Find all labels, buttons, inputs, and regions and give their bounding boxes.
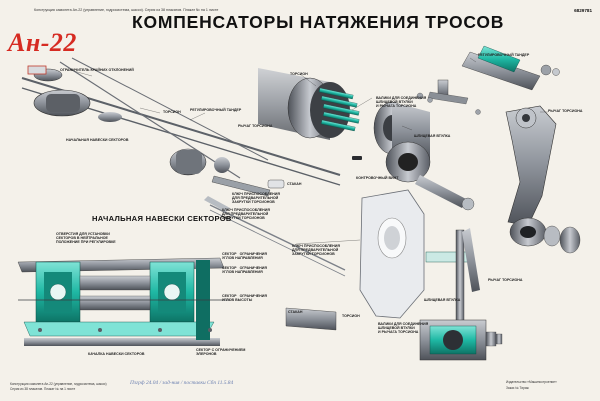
- sector-hanger-assembly: [17, 257, 230, 346]
- label-torsion-1: ТОРСИОН: [163, 110, 181, 114]
- label-adjust-tandem-1: РЕГУЛИРОВОЧНЫЙ ТАНДЕР: [190, 108, 242, 112]
- label-torsion-lever-1: РЫЧАГ ТОРСИОНА: [238, 124, 273, 128]
- label-deflection-limiter: ОГРАНИЧИТЕЛЬ КРАЙНИХ ОТКЛОНЕНИЙ: [60, 68, 134, 72]
- label-torsion-lever-3: РЫЧАГ ТОРСИОНА: [488, 278, 523, 282]
- label-sector-direction-2: СЕКТОР ОГРАНИЧЕНИЯ УГЛОВ НАПРАВЛЕНИЯ: [222, 266, 267, 274]
- label-fixture-key-2: КЛЮЧ ПРИСПОСОБЛЕНИЯ ДЛЯ ПРЕДВАРИТЕЛЬНОЙ …: [292, 244, 340, 256]
- poster-code: 6829781: [574, 8, 592, 13]
- label-adjust-tandem-2: РЕГУЛИРОВОЧНЫЙ ТАНДЕР: [478, 53, 530, 57]
- header-note: Конструкция самолета Ан-22 (управление, …: [34, 8, 219, 12]
- footer-right-1: Издательство «Машиностроение»: [506, 380, 557, 384]
- label-neutral-holes: ОТВЕРСТИЯ ДЛЯ УСТАНОВКИ СЕКТОРОВ В НЕЙТР…: [56, 232, 116, 244]
- label-fixture-key-3: КЛЮЧ ПРИСПОСОБЛЕНИЯ ДЛЯ ПРЕДВАРИТЕЛЬНОЙ …: [222, 208, 270, 220]
- label-sector-hanger-2: КАЧАЛКА НАВЕСКИ СЕКТОРОВ: [88, 352, 145, 356]
- label-spline-sleeve-1: ШЛИЦЕВАЯ ВТУЛКА: [414, 134, 451, 138]
- aircraft-logo: Ан-22: [8, 28, 77, 57]
- leader-lines: [69, 57, 548, 245]
- torsion-assembly: [258, 68, 475, 211]
- label-torsion-3: ТОРСИОН: [342, 314, 360, 318]
- bottom-right-assembly: [285, 228, 503, 361]
- label-torsion-lever-2: РЫЧАГ ТОРСИОНА: [548, 109, 583, 113]
- label-connect-pins-1: ВАЛИКИ ДЛЯ СОЕДИНЕНИЯ ШЛИЦЕВОЙ ВТУЛКИ И …: [376, 96, 427, 108]
- label-connect-pins-2: ВАЛИКИ ДЛЯ СОЕДИНЕНИЯ ШЛИЦЕВОЙ ВТУЛКИ И …: [378, 322, 429, 334]
- label-sector-direction-1: СЕКТОР ОГРАНИЧЕНИЯ УГЛОВ НАПРАВЛЕНИЯ: [222, 252, 267, 260]
- label-sector-aileron: СЕКТОР С ОГРАНИЧЕНИЕМ ЭЛЕРОНОВ: [196, 348, 246, 356]
- label-cup-2: СТАКАН: [288, 310, 303, 314]
- footer-right-2: Заказ № Тираж: [506, 386, 529, 390]
- top-left-mechanism: [21, 57, 346, 277]
- handwritten-note: Пзгрф 24.04 / зад-ния / поставки Сбп 11.…: [130, 380, 234, 386]
- label-torsion-2: ТОРСИОН: [290, 72, 308, 76]
- section-title: НАЧАЛЬНАЯ НАВЕСКИ СЕКТОРОВ: [92, 214, 232, 223]
- footer-left-2: Серия из 38 плакатов. Плакат № на 1 лист…: [10, 387, 76, 391]
- label-fixture-key-1: КЛЮЧ ПРИСПОСОБЛЕНИЯ ДЛЯ ПРЕДВАРИТЕЛЬНОЙ …: [232, 192, 280, 204]
- label-cup-1: СТАКАН: [287, 182, 302, 186]
- poster-title: КОМПЕНСАТОРЫ НАТЯЖЕНИЯ ТРОСОВ: [132, 12, 505, 32]
- label-sector-pitch: СЕКТОР ОГРАНИЧЕНИЯ УГЛОВ ВЫСОТЫ: [222, 294, 267, 302]
- footer-left-1: Конструкция самолета Ан-22 (управление, …: [10, 382, 107, 386]
- label-lock-screw: КОНТРОВОЧНЫЙ ВИНТ: [356, 176, 399, 180]
- turnbuckle-lever: [416, 45, 581, 254]
- torsion-key-bracket: [359, 189, 425, 319]
- label-sector-hanger-1: НАЧАЛЬНАЯ НАВЕСКИ СЕКТОРОВ: [66, 138, 129, 142]
- label-spline-sleeve-2: ШЛИЦЕВАЯ ВТУЛКА: [424, 298, 461, 302]
